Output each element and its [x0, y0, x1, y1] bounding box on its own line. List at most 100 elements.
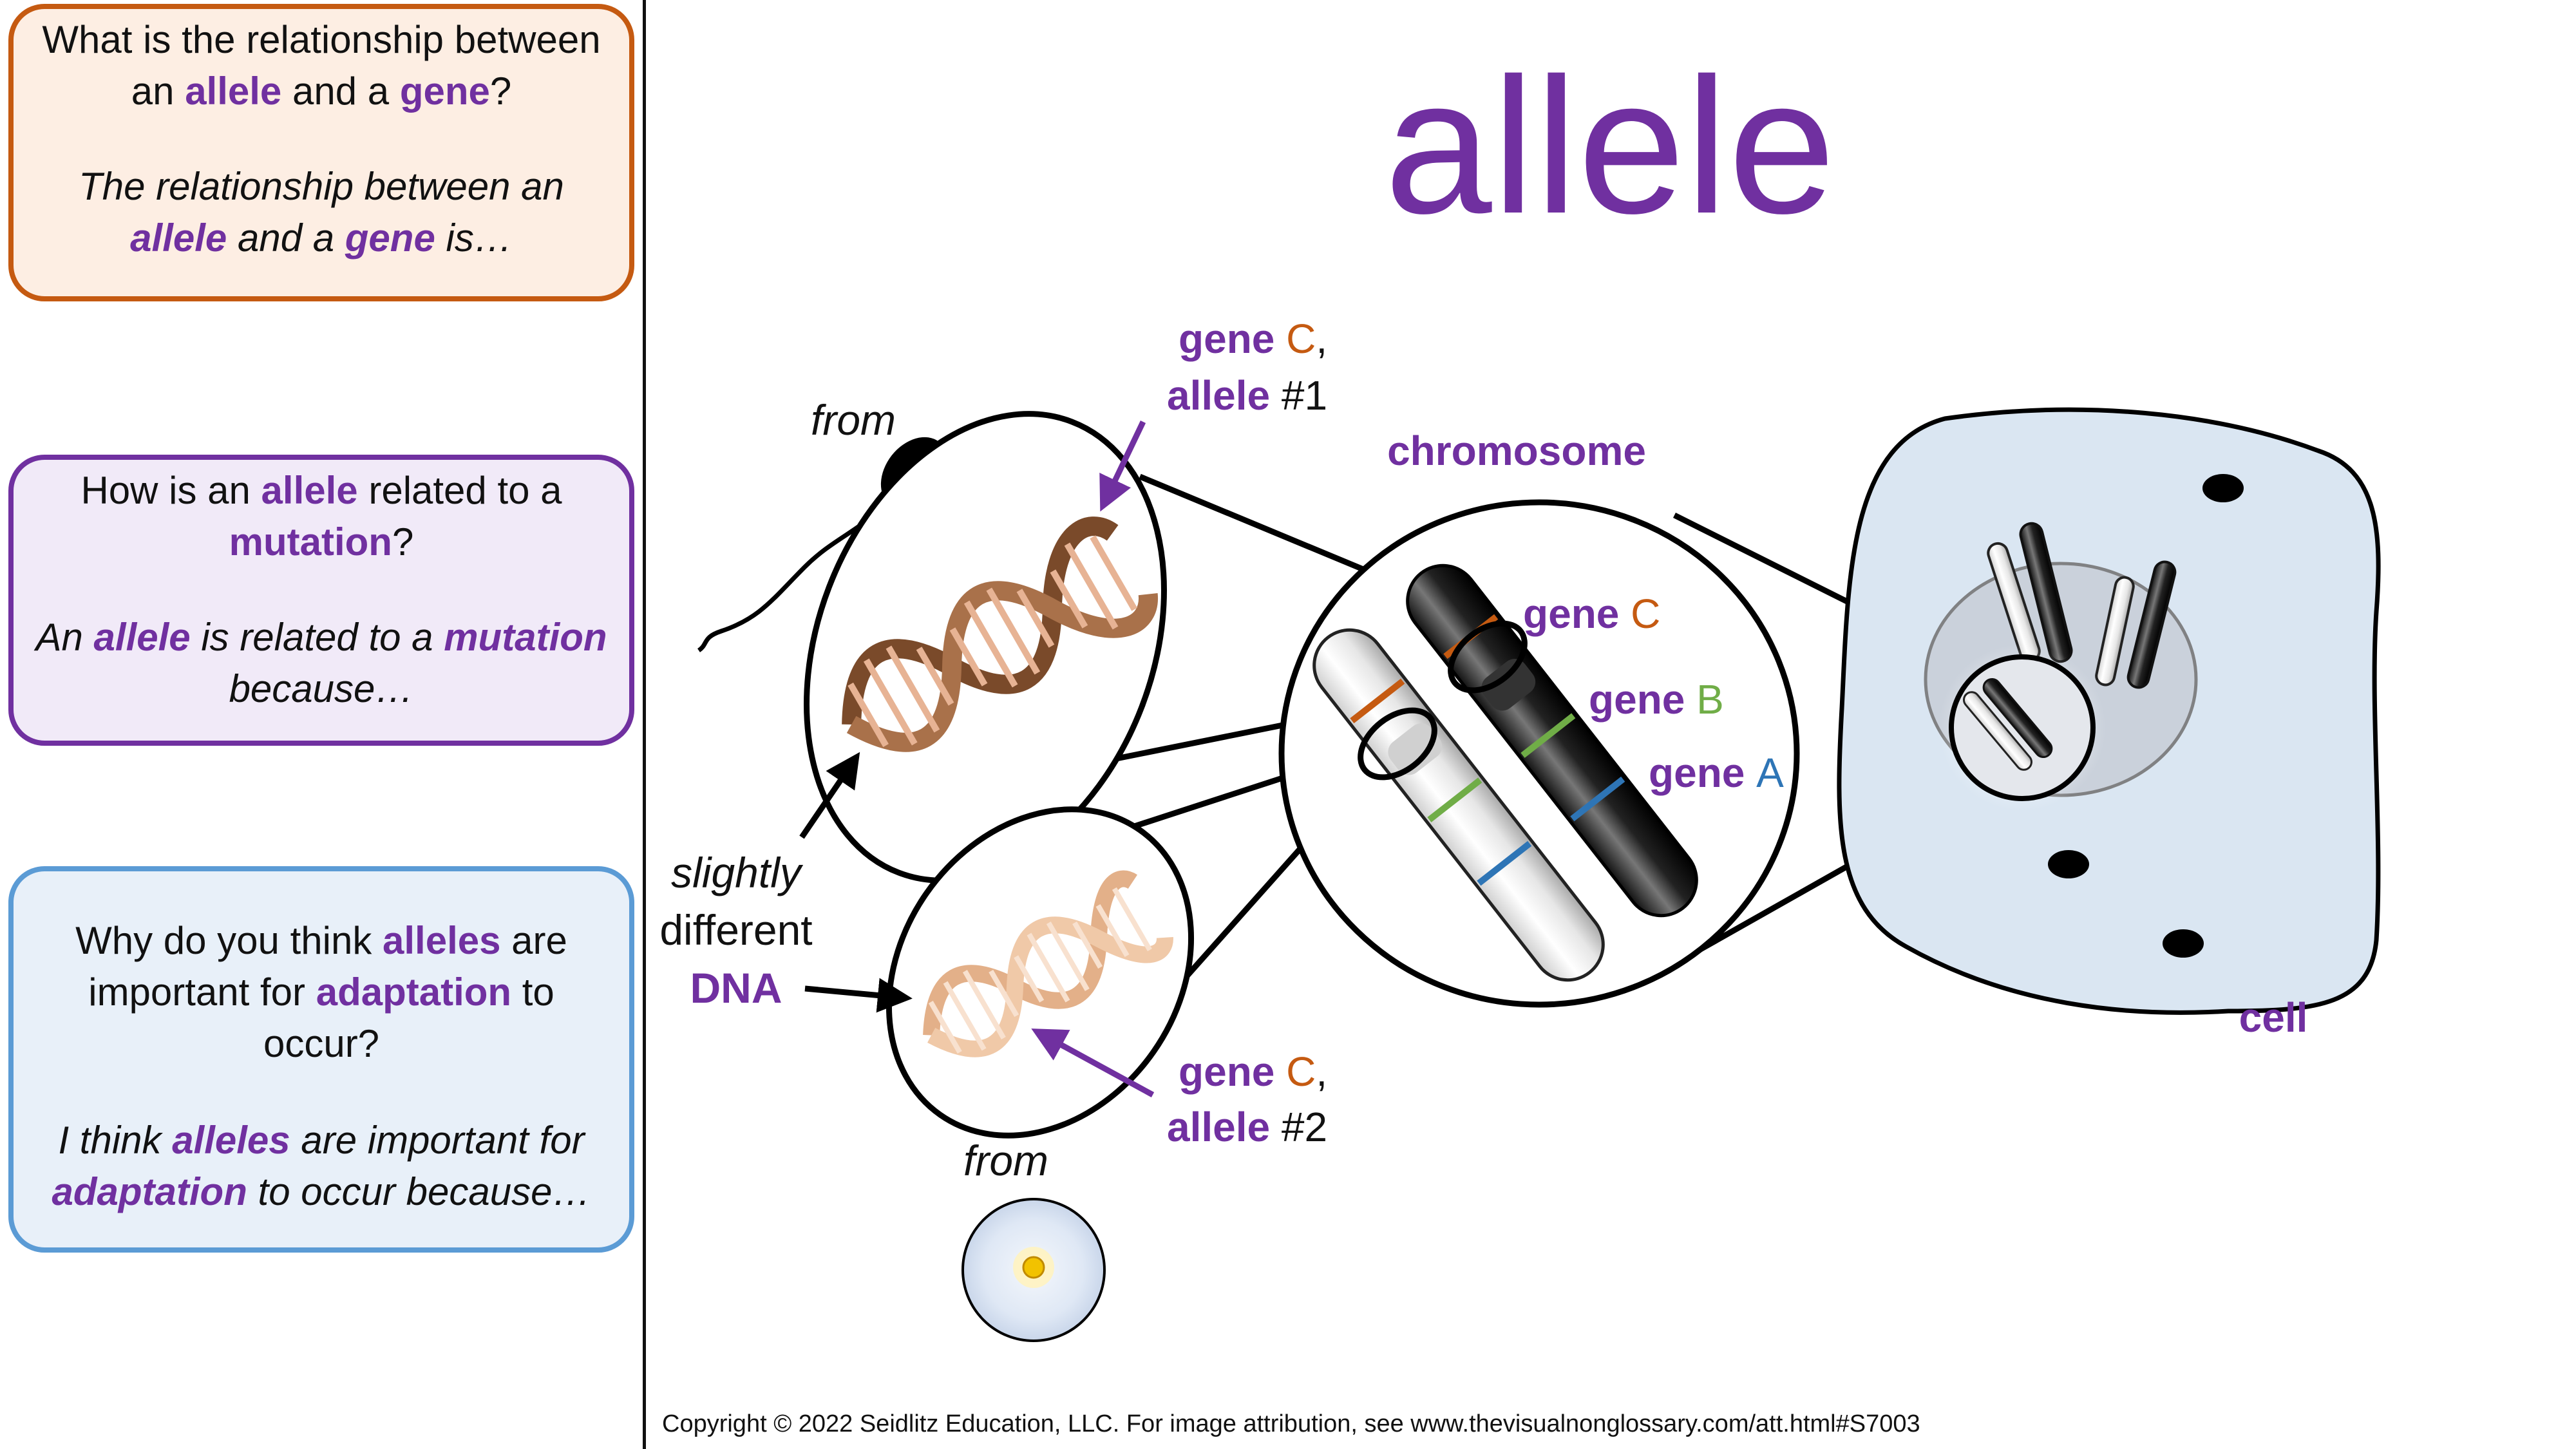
gene-a-letter: A	[1756, 750, 1784, 796]
allele-1-word: allele	[1167, 372, 1270, 419]
dna-view-allele-1	[804, 411, 1167, 884]
gene-b-band-light	[1427, 777, 1482, 822]
arrow-to-allele-1	[1099, 421, 1146, 512]
arrow-to-allele-2	[1031, 1028, 1155, 1097]
allele-2-gene-letter: C	[1286, 1048, 1316, 1095]
arrow-to-dna-bottom	[804, 978, 913, 1013]
a1-gene: gene	[345, 216, 435, 260]
gene-b-letter: B	[1696, 676, 1724, 723]
a1-t2: and a	[227, 216, 345, 260]
q3-t0: Why do you think	[75, 919, 383, 962]
a1-t4: is…	[435, 216, 513, 260]
a3-t4: to occur because…	[247, 1170, 591, 1213]
q3-t4: to occur?	[263, 971, 554, 1065]
answer-stem-3: I think alleles are important for adapta…	[33, 1115, 610, 1218]
gene-c-band-light	[1350, 678, 1405, 724]
label-gene-b: gene B	[1589, 676, 1724, 723]
dna-helix-dark	[842, 516, 1158, 752]
cell	[1837, 407, 2381, 1015]
question-card-2: How is an allele related to a mutation? …	[8, 455, 634, 746]
a2-allele: allele	[93, 616, 191, 659]
gene-b-band-dark	[1520, 713, 1576, 758]
gene-c-word: gene	[1523, 591, 1631, 637]
label-cell: cell	[2239, 994, 2308, 1041]
label-allele-2-number: allele #2	[1167, 1104, 1327, 1150]
allele-1-gene-word: gene	[1179, 316, 1286, 362]
allele-2-comma: ,	[1316, 1048, 1327, 1095]
question-3: Why do you think alleles are important f…	[33, 915, 610, 1070]
answer-stem-1: The relationship between an allele and a…	[33, 161, 610, 264]
q3-alleles: alleles	[383, 919, 501, 962]
q2-mutation: mutation	[229, 520, 392, 564]
panel-divider	[643, 0, 646, 1449]
question-card-1: What is the relationship between an alle…	[8, 4, 634, 301]
question-2: How is an allele related to a mutation?	[33, 465, 610, 568]
label-from-bottom: from	[963, 1137, 1048, 1184]
q2-t4: ?	[392, 520, 414, 564]
gene-a-band-light	[1477, 840, 1532, 886]
organelle-dot	[2163, 929, 2204, 958]
gene-b-word: gene	[1589, 676, 1696, 723]
egg-nucleus	[1022, 1256, 1045, 1279]
gene-a-band-dark	[1570, 776, 1625, 822]
allele-1-num: #1	[1270, 372, 1327, 419]
answer-stem-2: An allele is related to a mutation becau…	[33, 612, 610, 715]
label-gene-c: gene C	[1523, 591, 1660, 637]
question-1: What is the relationship between an alle…	[33, 14, 610, 117]
page-title: allele	[1385, 37, 1836, 254]
q1-t4: ?	[489, 70, 512, 113]
a2-mutation: mutation	[444, 616, 607, 659]
a3-alleles: alleles	[172, 1119, 290, 1162]
a2-t2: is related to a	[190, 616, 444, 659]
q1-allele: allele	[185, 70, 282, 113]
dark-chromosome	[1406, 564, 1698, 918]
q2-allele: allele	[261, 469, 358, 512]
a3-adaptation: adaptation	[52, 1170, 247, 1213]
label-different: different	[659, 906, 812, 954]
allele-2-num: #2	[1270, 1104, 1327, 1150]
gene-c-letter: C	[1631, 591, 1660, 637]
organelle-dot	[2048, 850, 2089, 878]
allele-1-comma: ,	[1316, 316, 1327, 362]
label-allele-1-number: allele #1	[1167, 372, 1327, 419]
label-chromosome: chromosome	[1387, 428, 1646, 474]
dark-centromere	[1481, 659, 1536, 711]
label-gene-a: gene A	[1649, 750, 1784, 796]
label-allele-1-gene: gene C,	[1179, 316, 1327, 362]
chromosome-view	[1278, 499, 1800, 1008]
allele-1-gene-letter: C	[1286, 316, 1316, 362]
q3-adaptation: adaptation	[316, 971, 512, 1014]
a2-t0: An	[35, 616, 94, 659]
question-card-3: Why do you think alleles are important f…	[8, 866, 634, 1253]
label-allele-2-gene: gene C,	[1179, 1048, 1327, 1095]
a2-t4: because…	[229, 667, 414, 710]
q1-t2: and a	[281, 70, 400, 113]
a3-t0: I think	[58, 1119, 173, 1162]
dna-view-allele-2	[886, 806, 1195, 1139]
a1-t0: The relationship between an	[79, 165, 564, 208]
q1-gene: gene	[399, 70, 490, 113]
dna-helix-light	[923, 870, 1173, 1057]
egg	[961, 1198, 1106, 1342]
pointer-arrows	[799, 421, 1155, 1097]
a3-t2: are important for	[290, 1119, 585, 1162]
arrow-to-dna-top	[799, 752, 860, 839]
light-centromere	[1388, 723, 1443, 775]
gene-c-highlight-bottom	[1358, 707, 1437, 781]
organelle-dot	[2202, 474, 2244, 502]
copyright-notice: Copyright © 2022 Seidlitz Education, LLC…	[662, 1410, 1920, 1437]
q3-t2: are important for	[88, 919, 567, 1014]
gene-c-highlight-top	[1448, 620, 1528, 694]
label-slightly: slightly	[671, 849, 804, 896]
label-dna: DNA	[690, 964, 782, 1012]
q2-t2: related to a	[357, 469, 562, 512]
nucleus-chromosomes	[1987, 522, 2177, 689]
gene-a-word: gene	[1649, 750, 1756, 796]
label-from-top: from	[811, 396, 896, 444]
allele-2-gene-word: gene	[1179, 1048, 1286, 1095]
q1-t0: What is the relationship between an	[42, 18, 601, 113]
allele-2-word: allele	[1167, 1104, 1270, 1150]
q2-t0: How is an	[80, 469, 261, 512]
a1-allele: allele	[130, 216, 227, 260]
